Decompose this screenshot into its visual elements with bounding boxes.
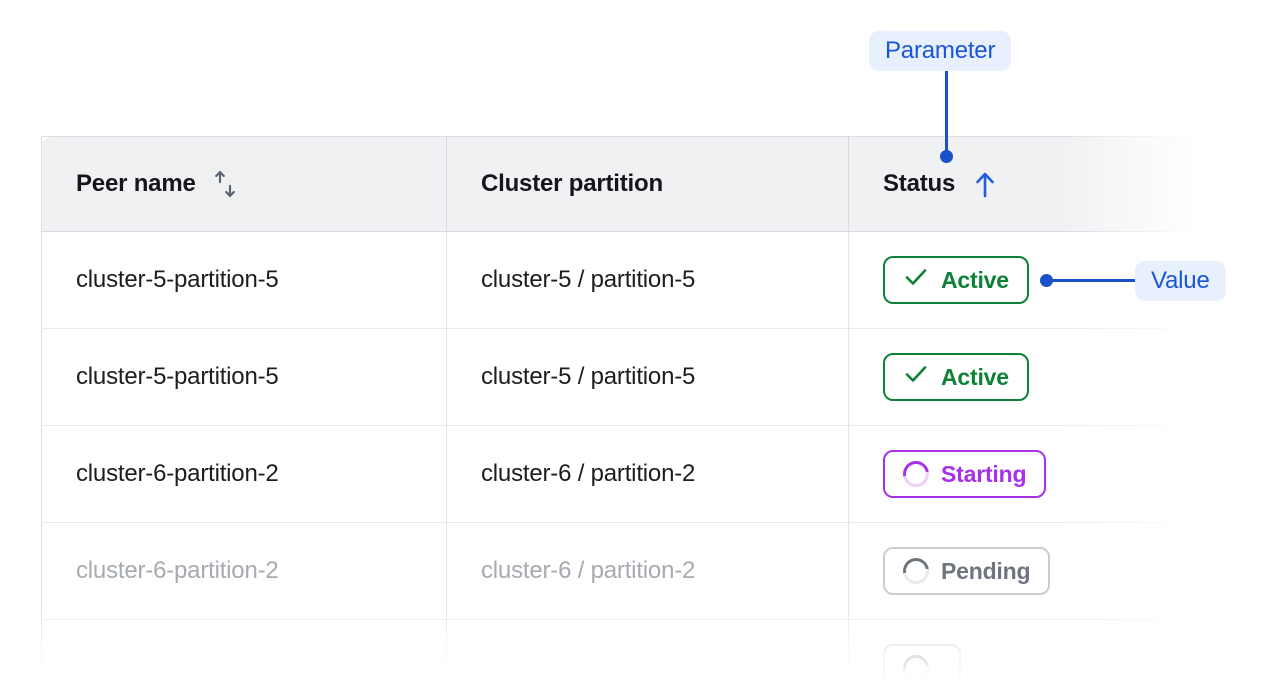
cell-peer-name: cluster-6-partition-2 [41, 425, 447, 523]
cell-cluster-partition: cluster-6 / partition-2 [446, 522, 849, 620]
table-row[interactable]: cluster-6-partition-2 cluster-6 / partit… [41, 425, 1196, 523]
cell-cluster-partition [446, 619, 849, 688]
column-header-cluster-partition[interactable]: Cluster partition [446, 136, 849, 232]
spinner-icon [897, 552, 935, 590]
peer-table-container: Peer name Cluster partition [41, 136, 1196, 688]
check-icon [903, 361, 929, 393]
sort-up-icon[interactable] [971, 169, 999, 199]
status-badge-label: Starting [941, 460, 1027, 487]
annotation-value-badge: Value [1135, 261, 1226, 301]
cell-peer-name: cluster-5-partition-5 [41, 328, 447, 426]
status-badge-label: Pending [941, 557, 1031, 584]
cell-status [848, 619, 1196, 688]
status-badge-label: Active [941, 266, 1009, 293]
cell-cluster-partition: cluster-6 / partition-2 [446, 425, 849, 523]
cell-peer-name [41, 619, 447, 688]
peer-table: Peer name Cluster partition [41, 136, 1196, 688]
cell-status: Active [848, 231, 1196, 329]
table-header: Peer name Cluster partition [41, 136, 1196, 232]
cell-status: Active [848, 328, 1196, 426]
annotation-value-connector [1046, 279, 1138, 282]
status-badge-starting: Starting [883, 450, 1047, 498]
column-header-peer-name[interactable]: Peer name [41, 136, 447, 232]
status-badge-pending [883, 644, 961, 688]
status-badge-active: Active [883, 353, 1029, 401]
spinner-icon [897, 455, 935, 493]
table-body: cluster-5-partition-5 cluster-5 / partit… [41, 231, 1196, 688]
table-row[interactable]: cluster-6-partition-2 cluster-6 / partit… [41, 522, 1196, 620]
cell-cluster-partition: cluster-5 / partition-5 [446, 328, 849, 426]
cell-status: Pending [848, 522, 1196, 620]
status-badge-active: Active [883, 256, 1029, 304]
cell-peer-name: cluster-5-partition-5 [41, 231, 447, 329]
column-header-status[interactable]: Status [848, 136, 1196, 232]
column-header-status-label: Status [883, 170, 956, 197]
table-header-row: Peer name Cluster partition [41, 136, 1196, 232]
table-row[interactable]: cluster-5-partition-5 cluster-5 / partit… [41, 231, 1196, 329]
check-icon [903, 264, 929, 296]
table-row[interactable]: cluster-5-partition-5 cluster-5 / partit… [41, 328, 1196, 426]
cell-status: Starting [848, 425, 1196, 523]
sort-updown-icon[interactable] [212, 169, 240, 199]
cell-peer-name: cluster-6-partition-2 [41, 522, 447, 620]
column-header-cluster-partition-label: Cluster partition [481, 170, 663, 197]
cell-cluster-partition: cluster-5 / partition-5 [446, 231, 849, 329]
status-badge-pending: Pending [883, 547, 1051, 595]
annotation-parameter-dot [940, 150, 953, 163]
annotation-parameter-connector [945, 71, 948, 156]
annotation-parameter-badge: Parameter [869, 31, 1012, 71]
spinner-icon [897, 649, 935, 687]
table-row[interactable] [41, 619, 1196, 688]
column-header-peer-name-label: Peer name [76, 170, 196, 197]
status-badge-label: Active [941, 363, 1009, 390]
